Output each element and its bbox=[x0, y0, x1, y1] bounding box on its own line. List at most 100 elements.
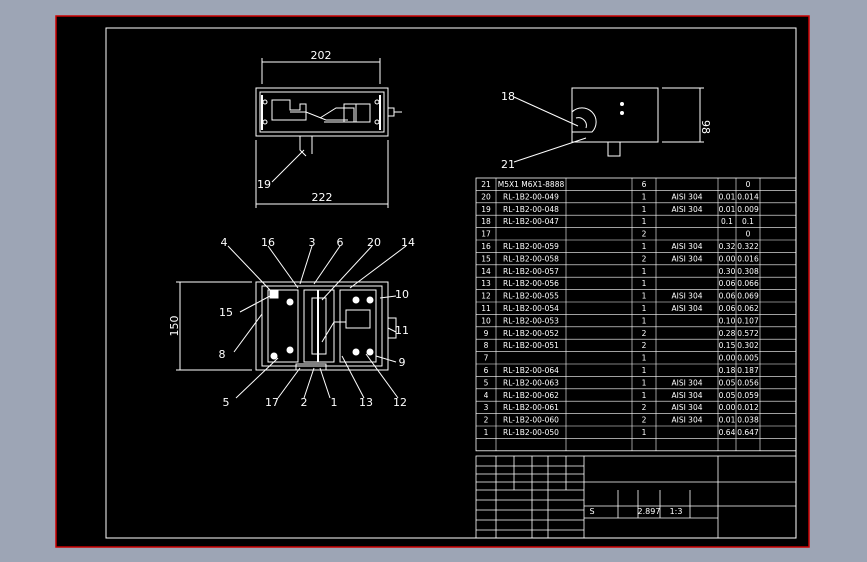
dim-right-height: 98 bbox=[699, 120, 712, 134]
title-scale: 1:3 bbox=[670, 507, 683, 516]
bom-cell-qty: 1 bbox=[642, 292, 647, 301]
bom-cell-unit: 0.05 bbox=[719, 378, 736, 387]
bom-cell-unit: 0.32 bbox=[719, 242, 736, 251]
bom-cell-code: RL-1B2-00-059 bbox=[503, 242, 559, 251]
balloon-2: 2 bbox=[301, 396, 308, 409]
bom-cell-code: M5X1 M6X1-8888 bbox=[498, 180, 565, 189]
bom-cell-code: RL-1B2-00-063 bbox=[503, 378, 559, 387]
bom-cell-total: 0.1 bbox=[742, 217, 754, 226]
bom-cell-qty: 1 bbox=[642, 316, 647, 325]
front-view-balloons: 4 16 3 6 20 14 15 8 10 11 9 5 17 2 1 13 … bbox=[219, 236, 416, 409]
bom-cell-unit: 0.64 bbox=[719, 428, 736, 437]
bom-cell-no: 2 bbox=[484, 416, 489, 425]
bom-cell-code: RL-1B2-00-054 bbox=[503, 304, 559, 313]
bom-cell-qty: 2 bbox=[642, 403, 647, 412]
balloon-21: 21 bbox=[501, 158, 515, 171]
drawing-sheet bbox=[55, 15, 810, 548]
bom-cell-qty: 1 bbox=[642, 205, 647, 214]
bom-cell-total: 0.069 bbox=[737, 292, 759, 301]
bom-cell-no: 8 bbox=[484, 341, 489, 350]
bom-cell-no: 21 bbox=[481, 180, 491, 189]
bom-cell-total: 0.187 bbox=[737, 366, 759, 375]
bom-cell-qty: 6 bbox=[642, 180, 647, 189]
balloon-1: 1 bbox=[331, 396, 338, 409]
bom-cell-no: 20 bbox=[481, 192, 491, 201]
balloon-10: 10 bbox=[395, 288, 409, 301]
balloon-11: 11 bbox=[395, 324, 409, 337]
bom-cell-qty: 1 bbox=[642, 192, 647, 201]
bom-cell-unit: 0.00 bbox=[719, 403, 736, 412]
bom-cell-mat: AISI 304 bbox=[671, 242, 702, 251]
bom-cell-total: 0.059 bbox=[737, 391, 759, 400]
bom-cell-mat: AISI 304 bbox=[671, 378, 702, 387]
bom-cell-qty: 1 bbox=[642, 428, 647, 437]
bom-cell-unit: 0.06 bbox=[719, 279, 736, 288]
dim-bottom-width: 222 bbox=[312, 191, 333, 204]
bom-cell-no: 16 bbox=[481, 242, 491, 251]
bom-cell-code: RL-1B2-00-058 bbox=[503, 254, 559, 263]
balloon-18: 18 bbox=[501, 90, 515, 103]
bom-cell-unit: 0.15 bbox=[719, 341, 736, 350]
bom-cell-no: 1 bbox=[484, 428, 489, 437]
bom-cell-code: RL-1B2-00-061 bbox=[503, 403, 559, 412]
bom-cell-total: 0.302 bbox=[737, 341, 759, 350]
bom-cell-code: RL-1B2-00-064 bbox=[503, 366, 559, 375]
balloon-13: 13 bbox=[359, 396, 373, 409]
bom-cell-code: RL-1B2-00-050 bbox=[503, 428, 559, 437]
balloon-6: 6 bbox=[337, 236, 344, 249]
bom-cell-code: RL-1B2-00-052 bbox=[503, 329, 559, 338]
balloon-14: 14 bbox=[401, 236, 415, 249]
bom-cell-no: 15 bbox=[481, 254, 491, 263]
top-view bbox=[255, 58, 402, 208]
bom-cell-qty: 2 bbox=[642, 230, 647, 239]
title-weight: 2.897 bbox=[638, 507, 661, 516]
bom-cell-total: 0 bbox=[746, 230, 751, 239]
bom-cell-no: 6 bbox=[484, 366, 489, 375]
bom-cell-code: RL-1B2-00-051 bbox=[503, 341, 559, 350]
balloon-19: 19 bbox=[257, 178, 271, 191]
title-scale-letter: S bbox=[589, 507, 594, 516]
bom-cell-code: RL-1B2-00-057 bbox=[503, 267, 559, 276]
bom-cell-total: 0.009 bbox=[737, 205, 759, 214]
bom-cell-unit: 0.06 bbox=[719, 292, 736, 301]
bom-cell-total: 0.647 bbox=[737, 428, 759, 437]
bom-cell-no: 17 bbox=[481, 230, 491, 239]
bom-cell-unit: 0.1 bbox=[721, 217, 733, 226]
title-block bbox=[475, 455, 797, 539]
bom-cell-total: 0.107 bbox=[737, 316, 759, 325]
bom-cell-no: 19 bbox=[481, 205, 491, 214]
side-view bbox=[513, 87, 704, 163]
bom-cell-no: 13 bbox=[481, 279, 491, 288]
bom-cell-qty: 2 bbox=[642, 416, 647, 425]
balloon-16: 16 bbox=[261, 236, 275, 249]
bom-cell-total: 0.012 bbox=[737, 403, 759, 412]
bom-cell-total: 0.038 bbox=[737, 416, 759, 425]
bom-cell-qty: 1 bbox=[642, 242, 647, 251]
bom-cell-qty: 1 bbox=[642, 304, 647, 313]
bom-cell-qty: 1 bbox=[642, 391, 647, 400]
balloon-8: 8 bbox=[219, 348, 226, 361]
bom-cell-qty: 1 bbox=[642, 217, 647, 226]
bom-cell-no: 11 bbox=[481, 304, 491, 313]
balloon-20: 20 bbox=[367, 236, 381, 249]
bom-cell-mat: AISI 304 bbox=[671, 403, 702, 412]
front-view bbox=[176, 245, 407, 399]
bom-cell-total: 0.005 bbox=[737, 354, 759, 363]
balloon-5: 5 bbox=[223, 396, 230, 409]
bom-cell-code: RL-1B2-00-055 bbox=[503, 292, 559, 301]
bom-cell-qty: 2 bbox=[642, 329, 647, 338]
bom-cell-code: RL-1B2-00-053 bbox=[503, 316, 559, 325]
bom-cell-unit: 0.10 bbox=[719, 316, 736, 325]
dim-side-height: 150 bbox=[168, 316, 181, 337]
bom-cell-no: 18 bbox=[481, 217, 491, 226]
balloon-17: 17 bbox=[265, 396, 279, 409]
bom-cell-unit: 0.28 bbox=[719, 329, 736, 338]
bom-cell-qty: 2 bbox=[642, 254, 647, 263]
bom-cell-total: 0.322 bbox=[737, 242, 759, 251]
bom-cell-unit: 0.01 bbox=[719, 192, 736, 201]
bom-cell-total: 0.056 bbox=[737, 378, 759, 387]
dim-top-width: 202 bbox=[311, 49, 332, 62]
bom-cell-unit: 0.00 bbox=[719, 354, 736, 363]
bom-cell-qty: 1 bbox=[642, 279, 647, 288]
